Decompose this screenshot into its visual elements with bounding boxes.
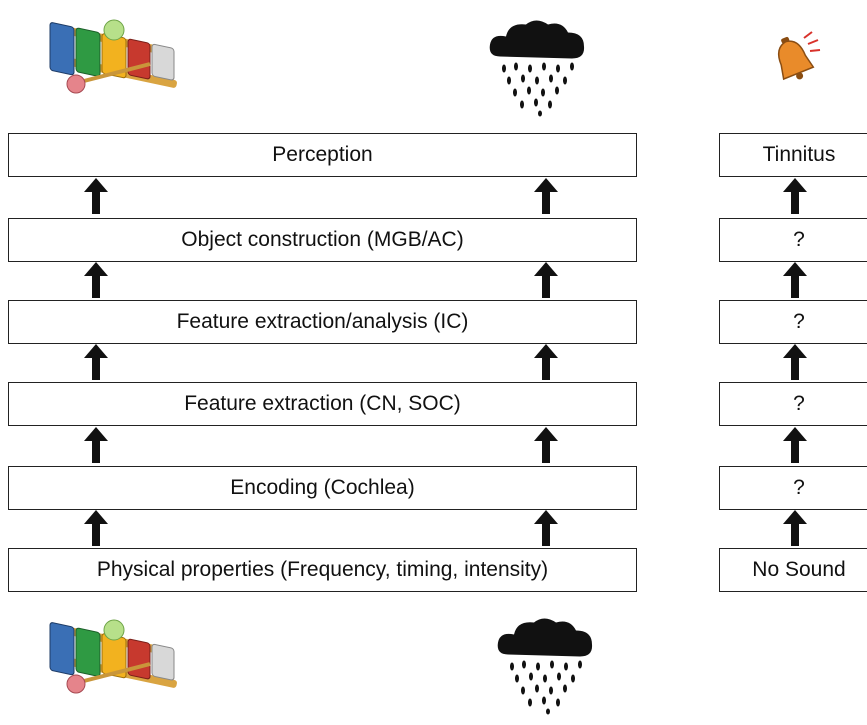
feature-extraction-box: Feature extraction (CN, SOC) [8,382,637,426]
up-arrow [534,262,558,298]
rain-cloud-icon [490,612,600,717]
up-arrow [783,344,807,380]
up-arrow [783,510,807,546]
unknown-stage-box: ? [719,466,867,510]
unknown-stage-box: ? [719,300,867,344]
up-arrow [84,427,108,463]
up-arrow [783,427,807,463]
up-arrow [84,178,108,214]
up-arrow [534,344,558,380]
up-arrow [534,178,558,214]
unknown-stage-box: ? [719,218,867,262]
xylophone-icon [40,18,190,98]
tinnitus-box: Tinnitus [719,133,867,177]
unknown-stage-box: ? [719,382,867,426]
up-arrow [84,262,108,298]
ringing-bell-icon [766,30,826,90]
object-construction-box: Object construction (MGB/AC) [8,218,637,262]
up-arrow [783,178,807,214]
xylophone-icon [40,618,190,698]
up-arrow [534,427,558,463]
up-arrow [783,262,807,298]
rain-cloud-icon [482,14,592,119]
feature-analysis-box: Feature extraction/analysis (IC) [8,300,637,344]
up-arrow [84,510,108,546]
perception-box: Perception [8,133,637,177]
encoding-box: Encoding (Cochlea) [8,466,637,510]
no-sound-box: No Sound [719,548,867,592]
up-arrow [534,510,558,546]
up-arrow [84,344,108,380]
physical-properties-box: Physical properties (Frequency, timing, … [8,548,637,592]
